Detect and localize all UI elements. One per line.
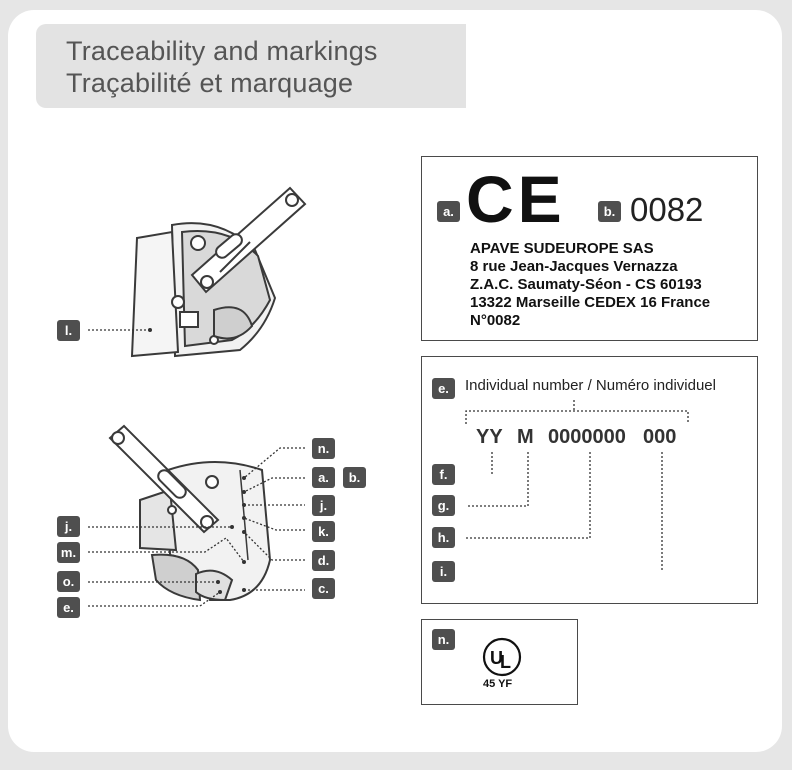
marker-i: i. (432, 561, 455, 582)
ce-marking-panel (421, 156, 758, 341)
marker-j-left: j. (57, 516, 80, 537)
marker-j-right: j. (312, 495, 335, 516)
title-french: Traçabilité et marquage (66, 68, 354, 98)
marker-n-right: n. (312, 438, 335, 459)
marker-e-panel: e. (432, 378, 455, 399)
marker-b-right: b. (343, 467, 366, 488)
device-top-view (130, 186, 307, 358)
ul-code: 45 YF (483, 678, 513, 690)
marker-g: g. (432, 495, 455, 516)
notified-body-ref: N°0082 (470, 312, 521, 329)
marker-o: o. (57, 571, 80, 592)
serial-year: YY (476, 426, 503, 448)
notified-body-name: APAVE SUDEUROPE SAS (470, 240, 654, 257)
title-english: Traceability and markings (66, 36, 378, 66)
device-bottom-view (108, 424, 272, 602)
ul-logo-l: L (500, 652, 511, 672)
marker-m: m. (57, 542, 80, 563)
leaders-bottom (88, 447, 305, 607)
marker-a-panel: a. (437, 201, 460, 222)
notified-body-city: 13322 Marseille CEDEX 16 France (470, 294, 711, 311)
notified-body-zone: Z.A.C. Saumaty-Séon - CS 60193 (470, 276, 702, 293)
ce-mark: CE (466, 162, 566, 236)
marker-b-panel: b. (598, 201, 621, 222)
marker-d: d. (312, 550, 335, 571)
serial-suffix: 000 (643, 426, 677, 448)
marker-l: l. (57, 320, 80, 341)
section-title: Traceability and markings Traçabilité et… (36, 24, 466, 108)
individual-number-label: Individual number / Numéro individuel (465, 377, 716, 394)
notified-body-number: 0082 (630, 191, 704, 228)
ul-logo-u: U (490, 648, 503, 668)
marker-c: c. (312, 578, 335, 599)
notified-body-street: 8 rue Jean-Jacques Vernazza (470, 258, 678, 275)
marker-e-left: e. (57, 597, 80, 618)
marker-f: f. (432, 464, 455, 485)
marker-k: k. (312, 521, 335, 542)
serial-month: M (517, 426, 534, 448)
marker-h: h. (432, 527, 455, 548)
marker-a-right: a. (312, 467, 335, 488)
marker-n-panel: n. (432, 629, 455, 650)
serial-sequence: 0000000 (548, 426, 626, 448)
leader-endpoints (216, 476, 246, 594)
